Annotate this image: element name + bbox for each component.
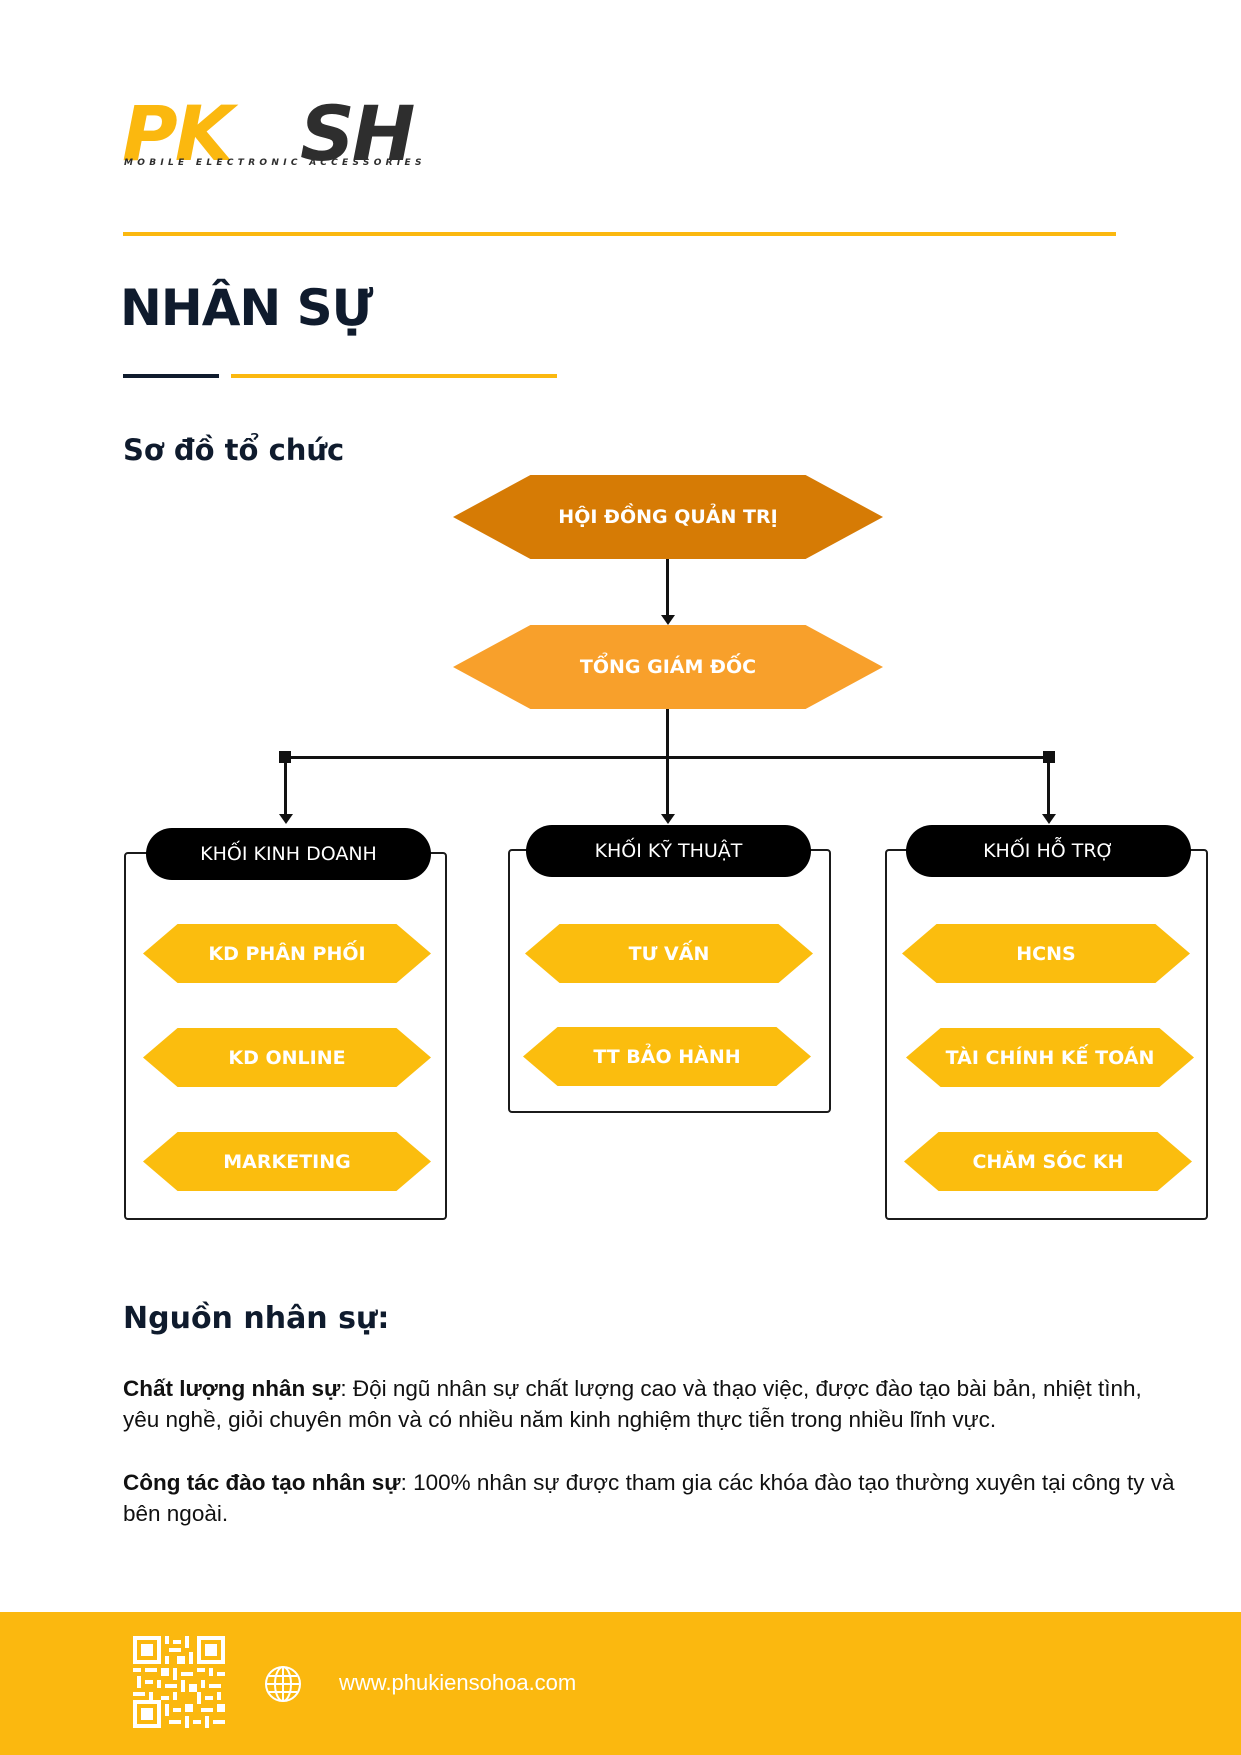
connector-left-down <box>284 759 287 816</box>
hr-quality-text: : Đội ngũ nhân sự chất lượng cao và thạo… <box>123 1376 1142 1432</box>
qr-code-icon <box>133 1636 225 1728</box>
connector-board-ceo <box>666 559 669 617</box>
page-title: NHÂN SỰ <box>120 279 373 337</box>
block-business-title: KHỐI KINH DOANH <box>146 828 431 880</box>
junction-left <box>279 751 291 763</box>
hr-source-heading: Nguồn nhân sự: <box>123 1301 390 1336</box>
hr-quality-paragraph: Chất lượng nhân sự: Đội ngũ nhân sự chất… <box>123 1373 1183 1435</box>
block-title-label: KHỐI KINH DOANH <box>200 843 377 865</box>
unit-label: KD PHÂN PHỐI <box>208 942 366 965</box>
globe-icon <box>263 1664 303 1704</box>
connector-ceo-down <box>666 709 669 819</box>
unit-label: TÀI CHÍNH KẾ TOÁN <box>945 1046 1155 1069</box>
block-support-title: KHỐI HỖ TRỢ <box>906 825 1191 877</box>
logo-tagline: MOBILE ELECTRONIC ACCESSORIES <box>124 158 426 168</box>
logo-pk: PK <box>122 89 234 178</box>
arrow-ceo <box>661 615 675 625</box>
website-link[interactable]: www.phukiensohoa.com <box>339 1670 577 1695</box>
unit-tu-van: TƯ VẤN <box>525 924 813 983</box>
unit-label: HCNS <box>1016 942 1076 965</box>
board-label: HỘI ĐỒNG QUẢN TRỊ <box>558 506 778 528</box>
company-logo: PK SH MOBILE ELECTRONIC ACCESSORIES <box>122 96 472 176</box>
unit-label: TƯ VẤN <box>628 942 710 965</box>
unit-tt-bao-hanh: TT BẢO HÀNH <box>523 1027 811 1086</box>
footer-bar <box>0 1612 1241 1755</box>
hr-training-text: : 100% nhân sự được tham gia các khóa đà… <box>123 1470 1175 1526</box>
logo-sh: SH <box>300 89 415 178</box>
board-node: HỘI ĐỒNG QUẢN TRỊ <box>453 475 883 559</box>
unit-kd-phan-phoi: KD PHÂN PHỐI <box>143 924 431 983</box>
ceo-label: TỔNG GIÁM ĐỐC <box>579 656 757 678</box>
title-underline-dark <box>123 374 219 378</box>
title-underline-yellow <box>231 374 557 378</box>
unit-label: TT BẢO HÀNH <box>593 1045 741 1068</box>
unit-hcns: HCNS <box>902 924 1190 983</box>
unit-label: MARKETING <box>223 1150 351 1173</box>
block-technical-title: KHỐI KỸ THUẬT <box>526 825 811 877</box>
unit-tai-chinh-ke-toan: TÀI CHÍNH KẾ TOÁN <box>906 1028 1194 1087</box>
header-divider <box>123 232 1116 236</box>
unit-label: KD ONLINE <box>228 1046 346 1069</box>
unit-marketing: MARKETING <box>143 1132 431 1191</box>
org-chart-heading: Sơ đồ tổ chức <box>123 433 345 467</box>
unit-label: CHĂM SÓC KH <box>972 1150 1124 1173</box>
unit-cham-soc-kh: CHĂM SÓC KH <box>904 1132 1192 1191</box>
block-title-label: KHỐI HỖ TRỢ <box>983 840 1114 862</box>
ceo-node: TỔNG GIÁM ĐỐC <box>453 625 883 709</box>
arrow-left <box>279 814 293 824</box>
junction-right <box>1043 751 1055 763</box>
hr-training-label: Công tác đào tạo nhân sự <box>123 1470 401 1495</box>
block-title-label: KHỐI KỸ THUẬT <box>594 840 743 862</box>
arrow-center <box>661 814 675 824</box>
hr-quality-label: Chất lượng nhân sự <box>123 1376 341 1401</box>
arrow-right <box>1042 814 1056 824</box>
unit-kd-online: KD ONLINE <box>143 1028 431 1087</box>
connector-horizontal <box>284 756 1049 759</box>
connector-right-down <box>1047 759 1050 816</box>
hr-training-paragraph: Công tác đào tạo nhân sự: 100% nhân sự đ… <box>123 1467 1183 1529</box>
